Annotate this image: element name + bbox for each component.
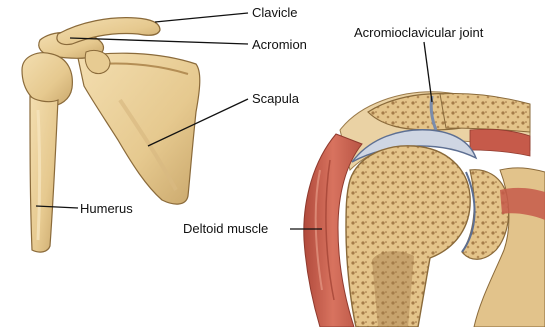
humerus-bone: [30, 96, 58, 252]
clavicle-leader: [155, 13, 248, 22]
label-deltoid-muscle: Deltoid muscle: [183, 221, 268, 236]
label-acromion: Acromion: [252, 37, 307, 52]
label-clavicle: Clavicle: [252, 5, 298, 20]
label-acromioclavicular-joint: Acromioclavicular joint: [354, 25, 484, 40]
label-scapula: Scapula: [252, 91, 300, 106]
label-humerus: Humerus: [80, 201, 133, 216]
right-joint-illustration: [304, 92, 545, 327]
